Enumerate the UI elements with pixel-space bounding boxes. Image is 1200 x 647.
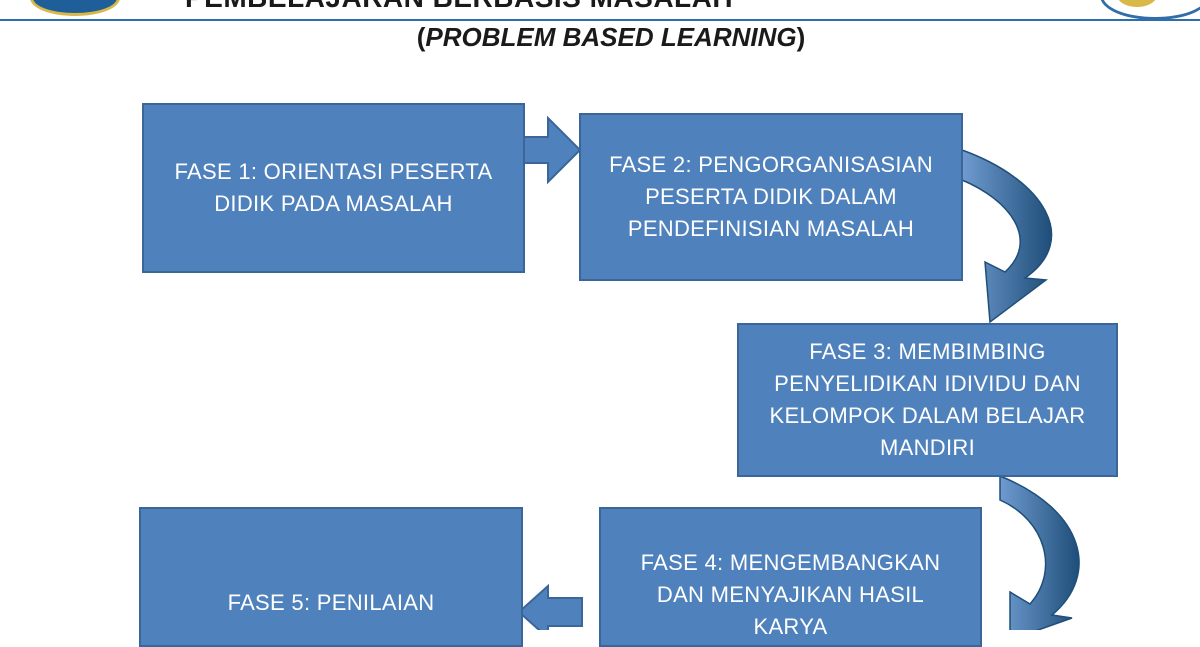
phase-3-box: FASE 3: MEMBIMBING PENYELIDIKAN IDIVIDU … <box>737 323 1118 477</box>
phase-2-box: FASE 2: PENGORGANISASIAN PESERTA DIDIK D… <box>579 113 963 281</box>
phase-1-label: FASE 1: ORIENTASI PESERTA DIDIK PADA MAS… <box>174 159 493 216</box>
phase-2-label: FASE 2: PENGORGANISASIAN PESERTA DIDIK D… <box>609 152 933 241</box>
arrow-phase2-to-phase3 <box>961 148 1053 324</box>
subtitle-text: PROBLEM BASED LEARNING <box>425 22 797 52</box>
page-subtitle: (PROBLEM BASED LEARNING) <box>0 22 1200 53</box>
phase-4-box: FASE 4: MENGEMBANGKAN DAN MENYAJIKAN HAS… <box>599 507 982 647</box>
page-title: PEMBELAJARAN BERBASIS MASALAH <box>185 0 733 14</box>
phase-4-label: FASE 4: MENGEMBANGKAN DAN MENYAJIKAN HAS… <box>640 550 941 639</box>
subtitle-close-paren: ) <box>796 22 806 52</box>
header-bar: PEMBELAJARAN BERBASIS MASALAH <box>0 0 1200 22</box>
phase-5-label: FASE 5: PENILAIAN <box>227 590 435 615</box>
arrow-phase3-to-phase4 <box>999 474 1080 630</box>
header-rule <box>0 19 1200 21</box>
phase-1-box: FASE 1: ORIENTASI PESERTA DIDIK PADA MAS… <box>142 103 525 273</box>
subtitle-open-paren: ( <box>416 22 426 52</box>
phase-5-box: FASE 5: PENILAIAN <box>139 507 523 647</box>
flow-arrows <box>499 115 1080 630</box>
phase-3-label: FASE 3: MEMBIMBING PENYELIDIKAN IDIVIDU … <box>769 339 1086 460</box>
arrow-phase4-to-phase5 <box>517 583 583 630</box>
